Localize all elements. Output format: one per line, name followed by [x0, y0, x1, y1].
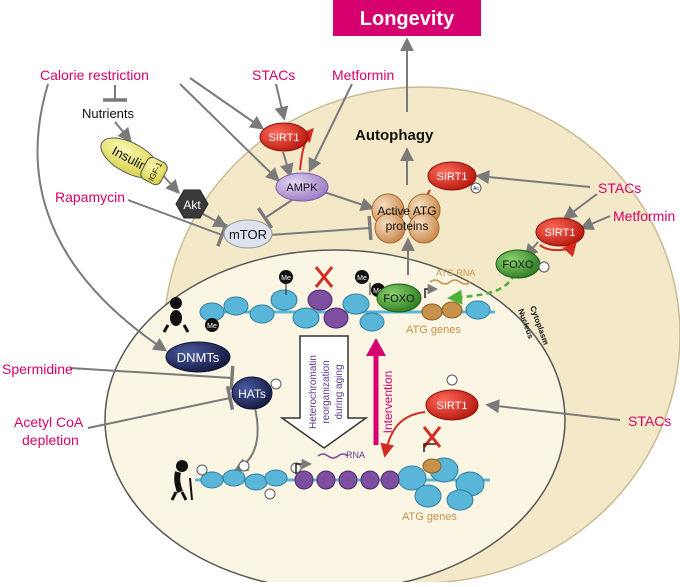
- me-marks-top: Me Me Me Me: [205, 270, 385, 332]
- hats-label: HATs: [238, 387, 266, 401]
- inhibit-rapamycin-mtor: [127, 199, 228, 247]
- foxo-label-nucleus: FOXO: [383, 293, 415, 305]
- sirt1-node-top: SIRT1: [259, 122, 309, 152]
- tss-arrow-bottom-right: [423, 443, 436, 452]
- elderly-icon: [170, 460, 193, 501]
- me-mark-3: Me: [373, 288, 383, 295]
- ac-mark-foxo: [538, 261, 550, 273]
- arrow-stacs-sirt1-right: [475, 170, 591, 188]
- intervention-label: Intervention: [381, 371, 395, 434]
- arrow-stacs-sirt1-bottom: [485, 399, 621, 421]
- arrow-nutrients-insulin: [114, 121, 132, 143]
- arrow-cr-ampk: [179, 83, 281, 182]
- ac-mark-sirt1-bottom: [446, 374, 458, 386]
- arrow-cr-dnmts: [36, 83, 168, 352]
- foxo-label-cytoplasm: FOXO: [502, 259, 534, 271]
- me-mark-1: Me: [281, 275, 291, 282]
- baby-icon: [162, 297, 190, 333]
- dnmts-label: DNMTs: [177, 350, 220, 365]
- calorie-restriction-label: Calorie restriction: [40, 67, 149, 83]
- inhibit-ampk-mtor: [256, 197, 296, 229]
- hetero-line2: reorganization: [321, 360, 332, 423]
- igf1-node: IGF-1: [140, 156, 168, 186]
- mtor-label: mTOR: [229, 227, 267, 242]
- arrow-metformin-ampk: [308, 83, 353, 173]
- hetero-line1: Heterochromatin: [308, 355, 319, 429]
- sirt1-label-mid: SIRT1: [437, 171, 468, 183]
- inhibit-spermidine-hats: [69, 365, 235, 391]
- acetyl-coa-line1: Acetyl CoA: [14, 414, 84, 430]
- tss-arrow-bottom: [295, 458, 313, 474]
- stacs-label-top: STACs: [252, 67, 295, 83]
- ac-mark: [470, 182, 482, 194]
- arrow-sirt1-ampk: [280, 151, 294, 178]
- nutrients-label: Nutrients: [82, 106, 135, 121]
- rna-label: RNA: [346, 450, 365, 460]
- chromatin-top: [199, 283, 495, 332]
- arrow-sirt1-deacetylate: [380, 411, 426, 458]
- heterochromatin-arrow: Heterochromatin reorganization during ag…: [279, 335, 369, 449]
- arrow-cr-sirt1: [189, 77, 265, 130]
- active-atg-proteins-node: Active ATG proteins: [371, 193, 441, 244]
- sirt1-node-right: SIRT1: [535, 217, 585, 247]
- atg-rna-label: ATG RNA: [436, 268, 475, 278]
- arrow-ampk-atg: [317, 189, 375, 212]
- longevity-box: [333, 0, 481, 36]
- akt-node: Akt: [175, 189, 209, 219]
- ac-mark-label: Ac: [473, 186, 479, 192]
- stacs-label-bottom: STACs: [628, 413, 671, 429]
- tss-arrow-top: [424, 283, 439, 298]
- dnmts-node: DNMTs: [165, 341, 231, 373]
- me-mark-2: Me: [357, 275, 367, 282]
- akt-label: Akt: [183, 198, 201, 212]
- hetero-line3: during aging: [334, 364, 345, 419]
- autophagy-label: Autophagy: [355, 127, 434, 144]
- sirt1-label-right: SIRT1: [545, 227, 576, 239]
- rna-wave: [317, 453, 349, 459]
- arrow-stacs-sirt1-top: [274, 83, 289, 121]
- chromatin-bottom: [195, 457, 490, 511]
- ac-mark-hats: [270, 378, 282, 390]
- stacs-label-right: STACs: [598, 180, 641, 196]
- foxo-translocation: [447, 273, 517, 305]
- ampk-label: AMPK: [286, 182, 318, 194]
- rapamycin-label: Rapamycin: [55, 189, 125, 205]
- active-atg-line1: Active ATG: [377, 204, 436, 218]
- atg-genes-label-bottom: ATG genes: [402, 511, 457, 523]
- spermidine-label: Spermidine: [2, 361, 73, 377]
- sirt1-node-mid: SIRT1: [427, 161, 477, 191]
- inhibit-mtor-atg: [269, 215, 373, 241]
- sirt1-right-deacetylate: [539, 241, 577, 258]
- arrow-ampk-sirt1: [299, 127, 314, 171]
- acetyl-coa-line2: depletion: [22, 432, 79, 448]
- foxo-node-nucleus: FOXO: [376, 283, 422, 313]
- repressed-x-top: [314, 266, 334, 288]
- longevity-title: Longevity: [360, 8, 455, 30]
- atg-rna-wave: [429, 279, 471, 285]
- metformin-label-top: Metformin: [332, 67, 394, 83]
- atg-genes-label-top: ATG genes: [406, 324, 461, 336]
- mtor-node: mTOR: [223, 219, 273, 249]
- hats-node: HATs: [231, 376, 273, 410]
- sirt1-label-top: SIRT1: [269, 132, 300, 144]
- foxo-node-cytoplasm: FOXO: [495, 249, 541, 279]
- intervention-arrow: Intervention: [366, 338, 395, 445]
- inhibit-acetylcoa-hats: [87, 385, 235, 429]
- sirt1-node-bottom: SIRT1: [425, 389, 479, 421]
- arrow-stacs-sirt1-foxo: [562, 193, 598, 220]
- active-atg-line2: proteins: [386, 219, 429, 233]
- ampk-node: AMPK: [275, 172, 329, 202]
- metformin-label-right: Metformin: [613, 208, 675, 224]
- me-mark-4: Me: [207, 323, 217, 330]
- arrow-metformin-sirt1-right: [579, 215, 611, 231]
- sirt1-label-bottom: SIRT1: [437, 400, 468, 412]
